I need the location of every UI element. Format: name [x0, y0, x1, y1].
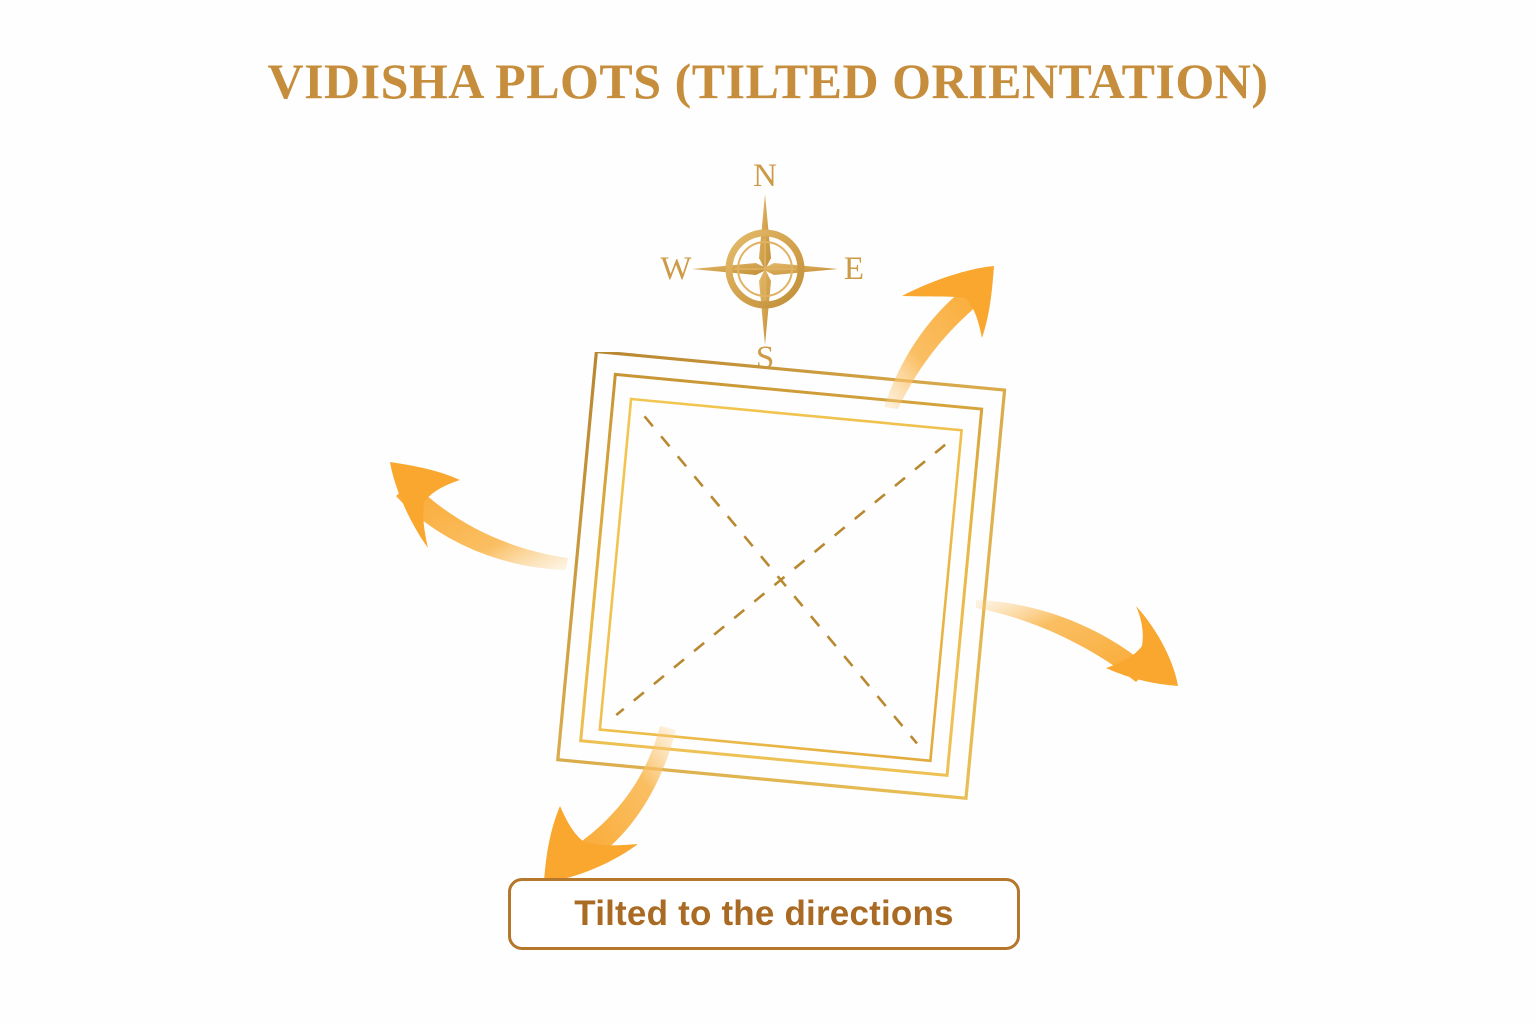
arrow-northeast	[866, 252, 1026, 412]
tilted-plot-diagram	[556, 349, 1007, 801]
arrow-southwest	[528, 718, 718, 888]
compass-label-east: E	[843, 251, 865, 287]
caption-label: Tilted to the directions	[574, 894, 954, 933]
compass-label-west: W	[660, 251, 692, 287]
arrow-southeast	[968, 578, 1188, 698]
caption-box: Tilted to the directions	[508, 878, 1020, 950]
arrow-southwest-icon	[544, 726, 676, 882]
compass-rose-icon	[692, 194, 838, 345]
tilted-plot	[552, 349, 1012, 802]
arrow-southeast-icon	[976, 600, 1178, 686]
arrow-northeast-icon	[884, 266, 994, 409]
compass-rose: N S W E	[650, 152, 880, 387]
arrow-northwest	[382, 448, 572, 578]
compass-label-north: N	[753, 158, 777, 194]
page-title: VIDISHA PLOTS (TILTED ORIENTATION)	[267, 53, 1269, 109]
arrow-northwest-icon	[390, 462, 568, 570]
